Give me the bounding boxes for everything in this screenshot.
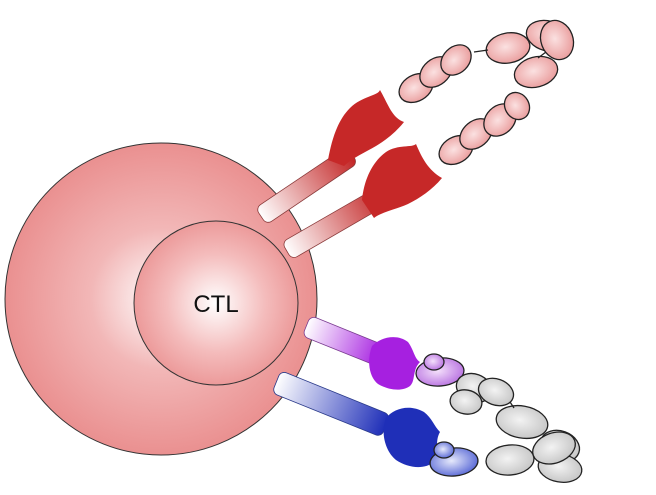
pink-ligand-upper (398, 19, 575, 104)
purple-receptor (303, 316, 420, 390)
ctl-label: CTL (193, 291, 238, 318)
red-receptor-lower (283, 144, 442, 258)
red-receptor-upper-head (328, 90, 404, 166)
pink-ligand-lower (438, 51, 559, 166)
blue-receptor (273, 372, 440, 468)
ctl-cell-nucleus (133, 220, 299, 386)
red-receptor-upper (257, 90, 404, 223)
red-receptor-lower-head (362, 144, 442, 218)
blue-gray-ligand (429, 431, 583, 483)
blue-receptor-head (383, 407, 440, 468)
purple-receptor-head (369, 337, 420, 390)
